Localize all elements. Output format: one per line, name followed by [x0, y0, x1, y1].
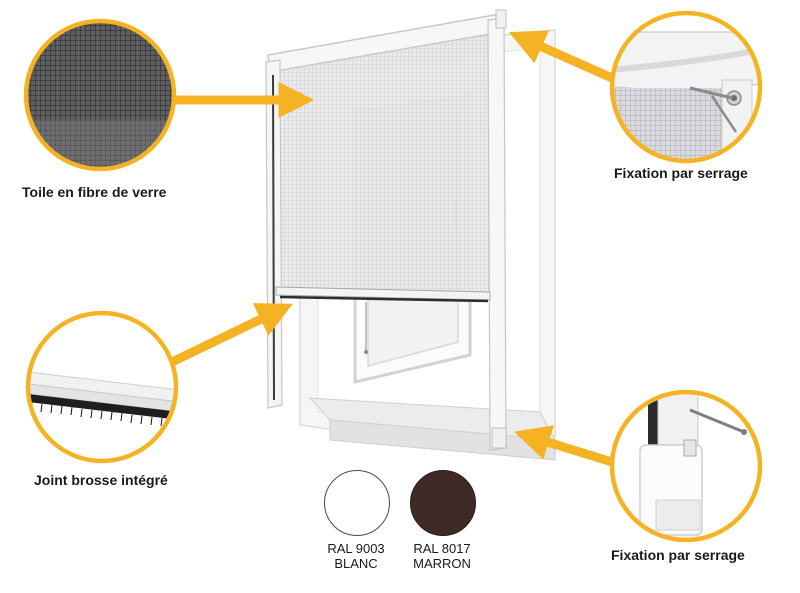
color-white-caption: RAL 9003 BLANC: [311, 541, 401, 571]
bottom-bar: [275, 286, 491, 301]
mosquito-screen: [265, 9, 507, 451]
window-illustration: [265, 9, 556, 461]
arrow-brush: [170, 303, 293, 367]
color-white-name: BLANC: [334, 556, 378, 571]
brush-seal-label: Joint brosse intégré: [34, 472, 168, 488]
callout-brush-closeup: [25, 310, 179, 464]
screen-mesh: [276, 34, 490, 298]
mesh-label: Toile en fibre de verre: [22, 184, 167, 200]
color-brown-code: RAL 8017: [413, 541, 471, 556]
color-brown-name: MARRON: [413, 556, 471, 571]
color-swatch-brown: [410, 470, 476, 536]
callout-mesh-closeup: [23, 18, 177, 172]
arrow-top-fixing: [508, 30, 614, 83]
callout-arrows: [170, 30, 614, 467]
top-fixing-label: Fixation par serrage: [614, 165, 748, 181]
right-guide-rail: [487, 17, 507, 451]
color-brown-caption: RAL 8017 MARRON: [397, 541, 487, 571]
callout-bottom-fixing-closeup: [609, 389, 763, 543]
color-white-code: RAL 9003: [327, 541, 385, 556]
bottom-fixing-label: Fixation par serrage: [611, 547, 745, 563]
arrow-bottom-fixing: [514, 425, 614, 467]
callout-top-fixing-closeup: [609, 10, 763, 164]
color-swatch-white: [324, 470, 390, 536]
